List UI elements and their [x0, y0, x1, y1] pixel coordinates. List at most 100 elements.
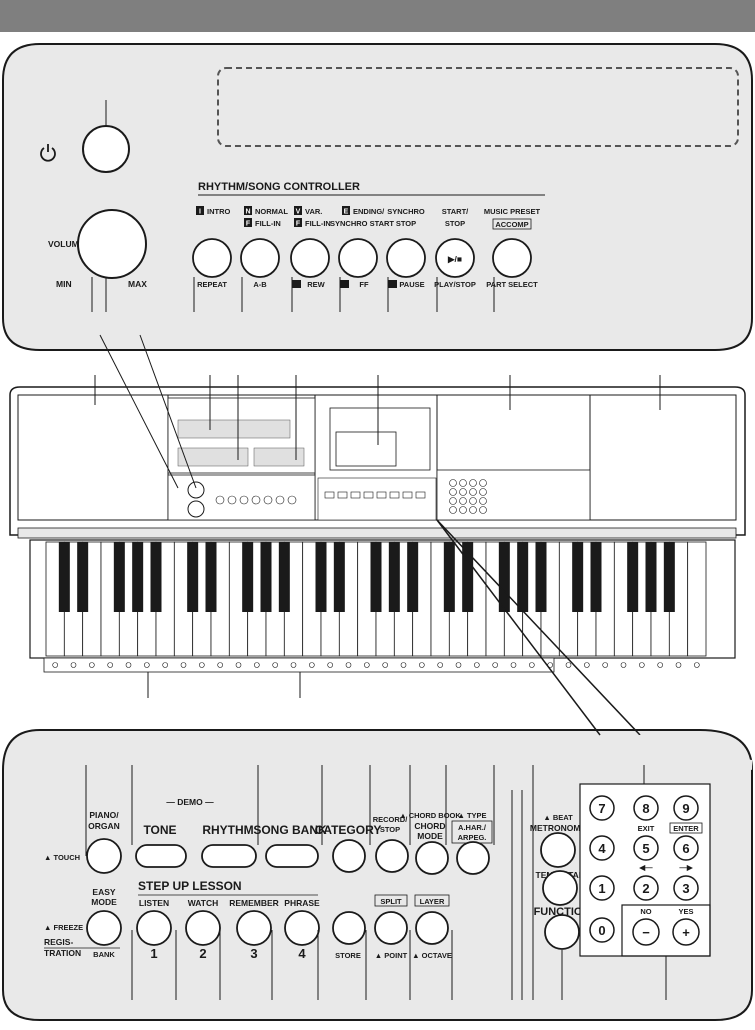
- black-key[interactable]: [407, 542, 419, 612]
- function-button[interactable]: [544, 914, 580, 950]
- black-key[interactable]: [388, 542, 400, 612]
- keypad-key[interactable]: [633, 835, 659, 861]
- keypad-key-0[interactable]: [589, 917, 615, 943]
- black-key[interactable]: [58, 542, 70, 612]
- black-key[interactable]: [370, 542, 382, 612]
- black-key[interactable]: [187, 542, 199, 612]
- round-button[interactable]: [240, 238, 280, 278]
- keypad-key[interactable]: [633, 795, 659, 821]
- song-bank-button[interactable]: [265, 844, 319, 868]
- keypad-key[interactable]: [673, 795, 699, 821]
- black-key[interactable]: [535, 542, 547, 612]
- exit-label: EXIT: [638, 824, 655, 833]
- black-key[interactable]: [132, 542, 144, 612]
- leader-bottom-a: [436, 519, 601, 736]
- minus-button[interactable]: [632, 918, 660, 946]
- tone-button[interactable]: [135, 844, 187, 868]
- plus-button[interactable]: [672, 918, 700, 946]
- keypad-key[interactable]: [633, 875, 659, 901]
- key-icon: [180, 662, 187, 668]
- minus-label: −: [642, 925, 650, 940]
- piano-organ-button[interactable]: [86, 838, 122, 874]
- record-stop-label: RECORD/: [373, 815, 409, 824]
- piano-organ-label: PIANO/: [89, 810, 119, 820]
- black-key[interactable]: [462, 542, 474, 612]
- black-key[interactable]: [315, 542, 327, 612]
- round-button[interactable]: [192, 238, 232, 278]
- record-stop-button[interactable]: [375, 839, 409, 873]
- keypad-key-label: 3: [682, 881, 689, 896]
- badge-icon: [196, 206, 204, 215]
- key-icon: [272, 662, 278, 668]
- button-top-label: VAR.: [305, 207, 322, 216]
- lesson-button-1[interactable]: [136, 910, 172, 946]
- black-key[interactable]: [645, 542, 657, 612]
- keypad-key[interactable]: [673, 835, 699, 861]
- tempo-tap-button[interactable]: [542, 870, 578, 906]
- chord-mode-button[interactable]: [415, 841, 449, 875]
- round-button[interactable]: [435, 238, 475, 278]
- black-key[interactable]: [517, 542, 529, 612]
- split-button[interactable]: [374, 911, 408, 945]
- keypad-key[interactable]: [589, 795, 615, 821]
- category-button[interactable]: [332, 839, 366, 873]
- keypad-key[interactable]: [589, 875, 615, 901]
- a-har-label: A.HAR./: [458, 823, 487, 832]
- black-key[interactable]: [498, 542, 510, 612]
- black-key[interactable]: [572, 542, 584, 612]
- key-icon: [510, 662, 517, 668]
- black-key[interactable]: [113, 542, 125, 612]
- rhythm-button[interactable]: [201, 844, 257, 868]
- round-button[interactable]: [338, 238, 378, 278]
- registration-label: REGIS-: [44, 937, 73, 947]
- play-stop-icon: ▶/■: [447, 254, 462, 264]
- tone-label: TONE: [143, 823, 176, 837]
- black-key[interactable]: [590, 542, 602, 612]
- key-icon: [144, 662, 150, 668]
- badge-icon: [342, 206, 350, 215]
- keypad-key-label: 5: [642, 841, 649, 856]
- round-button[interactable]: [386, 238, 426, 278]
- black-key[interactable]: [278, 542, 290, 612]
- key-icon: [125, 662, 132, 668]
- lesson-button-4[interactable]: [284, 910, 320, 946]
- black-key[interactable]: [260, 542, 272, 612]
- lesson-label-1: LISTEN: [139, 898, 169, 908]
- a-har-arpeg-button[interactable]: [456, 841, 490, 875]
- black-key[interactable]: [627, 542, 639, 612]
- volume-knob[interactable]: [77, 209, 147, 279]
- lesson-button-3[interactable]: [236, 910, 272, 946]
- button-top-label: NORMAL: [255, 207, 288, 216]
- registration-label-2: TRATION: [44, 948, 81, 958]
- metronome-button[interactable]: [540, 832, 576, 868]
- round-button[interactable]: [290, 238, 330, 278]
- volume-max-label: MAX: [128, 279, 147, 289]
- lesson-button-2[interactable]: [185, 910, 221, 946]
- white-key[interactable]: [687, 541, 707, 657]
- easy-mode-button[interactable]: [86, 910, 122, 946]
- round-button[interactable]: [492, 238, 532, 278]
- black-key[interactable]: [77, 542, 89, 612]
- key-icon: [217, 662, 223, 668]
- badge-letter: F: [296, 221, 301, 228]
- store-button[interactable]: [332, 911, 366, 945]
- keypad-key[interactable]: [673, 875, 699, 901]
- power-button[interactable]: [82, 125, 130, 173]
- black-key[interactable]: [663, 542, 675, 612]
- button-top-label-2: FILL-IN: [305, 219, 331, 228]
- lesson-label-2: WATCH: [188, 898, 219, 908]
- right-arrow-icon: —▶: [679, 863, 694, 872]
- keypad-key-label: 2: [642, 881, 649, 896]
- black-key[interactable]: [205, 542, 217, 612]
- black-key[interactable]: [150, 542, 162, 612]
- key-icon: [254, 662, 260, 668]
- black-key[interactable]: [242, 542, 254, 612]
- black-key[interactable]: [333, 542, 345, 612]
- metronome-label: METRONOME: [530, 823, 587, 833]
- black-key[interactable]: [443, 542, 455, 612]
- keypad-key[interactable]: [589, 835, 615, 861]
- layer-button[interactable]: [415, 911, 449, 945]
